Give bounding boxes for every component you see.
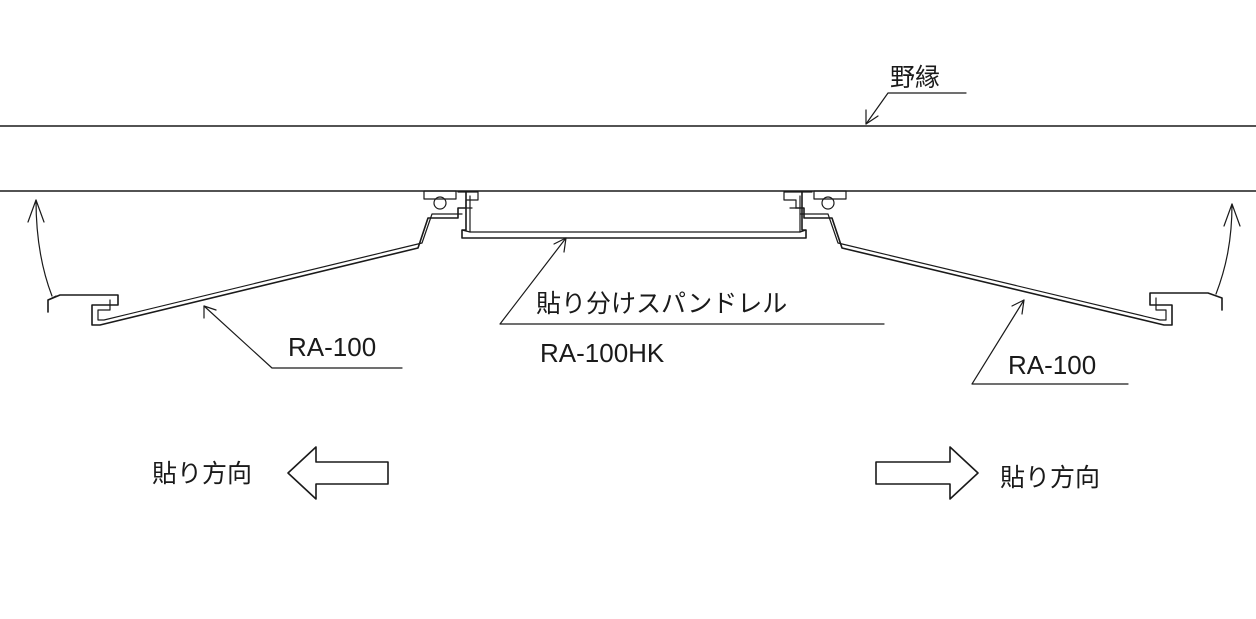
right-panel [795,207,1223,326]
center-panel-code-label: RA-100HK [540,338,665,368]
left-direction-arrow [287,446,389,500]
left-lift-arrow [27,199,53,297]
right-direction-arrow [875,446,979,500]
left-panel-code-label: RA-100 [288,332,376,362]
right-panel-code-label: RA-100 [1008,350,1096,380]
right-clip [783,190,847,210]
furring-beam [0,125,1256,192]
right-lift-arrow [1215,203,1241,295]
center-panel-leader [499,237,885,325]
center-panel [461,191,807,239]
center-panel-name-label: 貼り分けスパンドレル [536,289,787,318]
right-panel-leader [971,299,1129,385]
right-direction-label: 貼り方向 [1000,463,1100,492]
left-panel-leader [203,305,403,369]
left-panel [47,207,467,326]
furring-leader [865,92,967,125]
left-clip [423,190,479,210]
left-direction-label: 貼り方向 [152,459,252,488]
furring-label: 野縁 [890,63,940,92]
